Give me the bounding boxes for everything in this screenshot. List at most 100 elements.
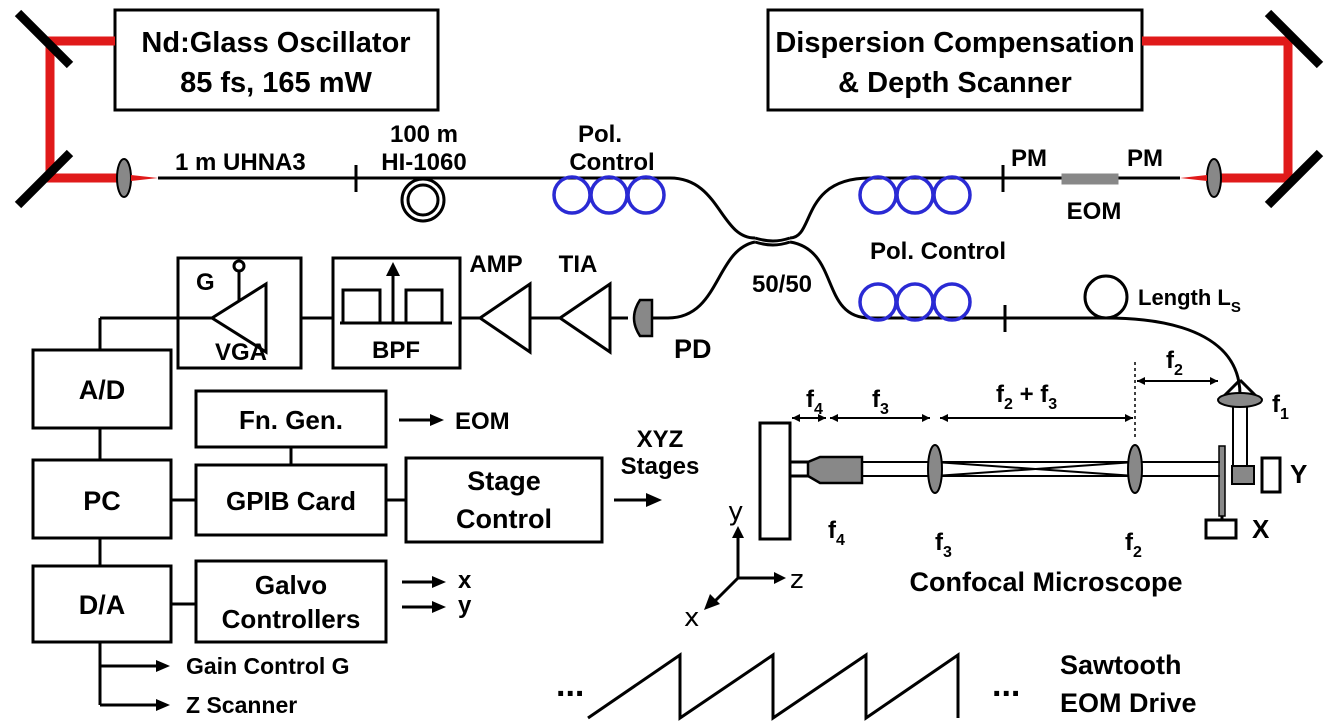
left-laser-beam	[45, 36, 128, 183]
fiber-network	[158, 165, 1242, 396]
dim-f2-f3-label: f2 + f3	[996, 381, 1057, 413]
dim-f2-label: f2	[1166, 347, 1183, 379]
galvo-x-motor	[1204, 518, 1238, 540]
ad-label: A/D	[79, 375, 126, 405]
coupler-body	[754, 236, 791, 243]
axis-y-label: y	[728, 497, 743, 527]
oscillator-title: Nd:Glass Oscillator	[141, 27, 410, 59]
amp-label: AMP	[469, 251, 522, 278]
galvo-y-motor	[1260, 456, 1282, 494]
confocal-title: Confocal Microscope	[909, 567, 1182, 597]
pc-box	[31, 458, 173, 540]
fngen-arrow	[430, 414, 444, 426]
sawtooth-dots-right: ...	[992, 666, 1020, 704]
pd-label: PD	[674, 334, 712, 364]
stage-control-label-2: Control	[456, 504, 552, 534]
galvo-label-1: Galvo	[255, 570, 327, 600]
f2-label: f2	[1125, 529, 1142, 561]
gain-control-knob	[232, 259, 246, 273]
fiber-to-collimator	[1085, 316, 1242, 396]
gain-control-label: Gain Control G	[186, 653, 350, 679]
vga-label: VGA	[215, 339, 267, 366]
vga-amplifier	[209, 281, 268, 355]
detector-fiber	[667, 240, 756, 320]
sample-fiber	[789, 240, 1085, 320]
amp-amplifier	[477, 281, 532, 355]
f1-label: f1	[1272, 391, 1289, 423]
mirror-top-right	[1264, 9, 1324, 69]
galvo-x-mirror	[1218, 445, 1226, 517]
xyz-stages-label-1: XYZ	[637, 426, 684, 453]
right-laser-beam	[1142, 36, 1293, 183]
focus-cone-left	[131, 175, 158, 181]
dim-f3-label: f3	[872, 386, 889, 418]
pol-control-sample-bottom	[858, 282, 972, 322]
sawtooth-label-2: EOM Drive	[1060, 688, 1197, 718]
fiber-coil-outer	[400, 177, 446, 223]
dim-f4-label: f4	[806, 386, 823, 418]
galvo-x-label: X	[1252, 514, 1270, 544]
detection-chain: PD TIA AMP BPF G VGA	[98, 251, 712, 370]
dispersion-subtitle: & Depth Scanner	[838, 67, 1072, 99]
f3-label: f3	[935, 529, 952, 561]
da-box	[31, 564, 173, 644]
photodiode-icon	[632, 298, 654, 338]
oscillator-spec: 85 fs, 165 mW	[180, 67, 372, 99]
sawtooth-waveform	[587, 652, 960, 721]
hi1060-length-label: 100 m	[390, 121, 458, 148]
fngen-box	[194, 389, 388, 449]
fiber-coil-inner	[406, 183, 440, 217]
lens-f1	[1217, 392, 1263, 408]
gain-label: G	[196, 269, 215, 296]
length-loop	[1083, 274, 1129, 320]
sample-arm-top-fiber	[789, 176, 1180, 240]
input-fiber	[158, 176, 756, 240]
length-ls-label: Length LS	[1138, 285, 1241, 316]
stage-arrow	[646, 493, 662, 507]
da-label: D/A	[79, 590, 126, 620]
oscillator-box	[113, 8, 440, 112]
pol-control-top-label-2: Control	[569, 149, 654, 176]
mirror-bottom-left	[14, 149, 74, 209]
stage-control-label-1: Stage	[467, 466, 541, 496]
hi1060-label: HI-1060	[381, 149, 466, 176]
galvo-y-label: y	[458, 592, 472, 619]
coupler-body-2	[754, 240, 791, 247]
pol-control-top-label-1: Pol.	[578, 121, 622, 148]
fngen-eom-label: EOM	[455, 408, 510, 435]
objective-f4	[806, 455, 864, 485]
eom-modulator	[1061, 173, 1119, 185]
sample-slide	[758, 421, 792, 541]
sawtooth-dots-left: ...	[556, 666, 584, 704]
ad-box	[31, 348, 173, 430]
coupler-label: 50/50	[752, 271, 812, 298]
sawtooth-drive: ... ... Sawtooth EOM Drive	[556, 650, 1197, 721]
right-laser-path	[1142, 9, 1324, 209]
pol-control-bottom-label: Pol. Control	[870, 238, 1006, 265]
confocal-microscope: f1 Y X f4 f3 f2	[684, 347, 1307, 633]
stage-control-box	[404, 456, 604, 544]
gpib-label: GPIB Card	[226, 486, 356, 516]
eom-label: EOM	[1067, 198, 1122, 225]
axis-z-label: z	[790, 565, 804, 595]
left-laser-path	[14, 9, 158, 209]
xyz-stages-label-2: Stages	[621, 453, 700, 480]
pol-control-top	[552, 175, 666, 215]
galvo-x-label: x	[458, 567, 472, 594]
galvo-y-mirror	[1231, 465, 1255, 485]
galvo-box	[194, 559, 388, 644]
pm-left-label: PM	[1011, 145, 1047, 172]
tia-amplifier	[557, 281, 612, 355]
fngen-label: Fn. Gen.	[239, 405, 343, 435]
bpf-box	[331, 256, 462, 370]
pol-control-sample-top	[858, 175, 972, 215]
dispersion-title: Dispersion Compensation	[775, 27, 1134, 59]
galvo-y-label: Y	[1290, 459, 1307, 489]
focus-cone-right	[1180, 175, 1207, 181]
control-electronics: A/D PC D/A Fn. Gen. EOM GPIB Card Stage …	[31, 348, 700, 718]
oscillator: Nd:Glass Oscillator 85 fs, 165 mW	[113, 8, 440, 112]
lens-f3	[927, 444, 943, 494]
lens-f2	[1127, 444, 1143, 494]
mirror-bottom-right	[1264, 149, 1324, 209]
